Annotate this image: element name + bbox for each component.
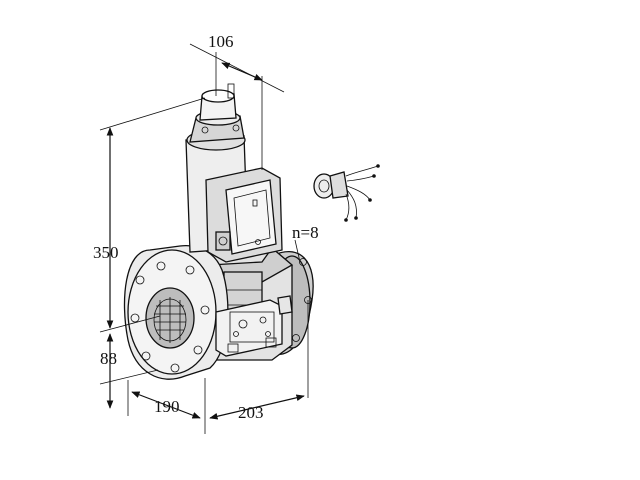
bolt-count-note: n=8 — [292, 223, 319, 263]
dimension-106: 106 — [189, 32, 285, 170]
flange-bolt-holes — [130, 261, 210, 373]
bolt-count-label: n=8 — [292, 223, 319, 242]
dimension-106-label: 106 — [208, 32, 234, 51]
valve-assembly — [123, 83, 314, 380]
dimension-88-label: 88 — [100, 349, 117, 368]
connector-plug-icon — [313, 164, 380, 222]
inlet-flange — [123, 244, 229, 380]
strainer-mesh — [154, 297, 186, 343]
dimension-350: 350 — [93, 97, 206, 333]
side-fitting — [277, 295, 293, 315]
dimension-203-label: 203 — [238, 403, 264, 422]
dimension-88: 88 — [99, 333, 159, 409]
dimension-190-label: 190 — [154, 397, 180, 416]
dimension-190: 190 — [127, 378, 206, 434]
dimension-203: 203 — [209, 300, 309, 422]
dimension-350-label: 350 — [93, 243, 119, 262]
control-housing — [205, 167, 283, 263]
connection-plate — [215, 299, 283, 357]
